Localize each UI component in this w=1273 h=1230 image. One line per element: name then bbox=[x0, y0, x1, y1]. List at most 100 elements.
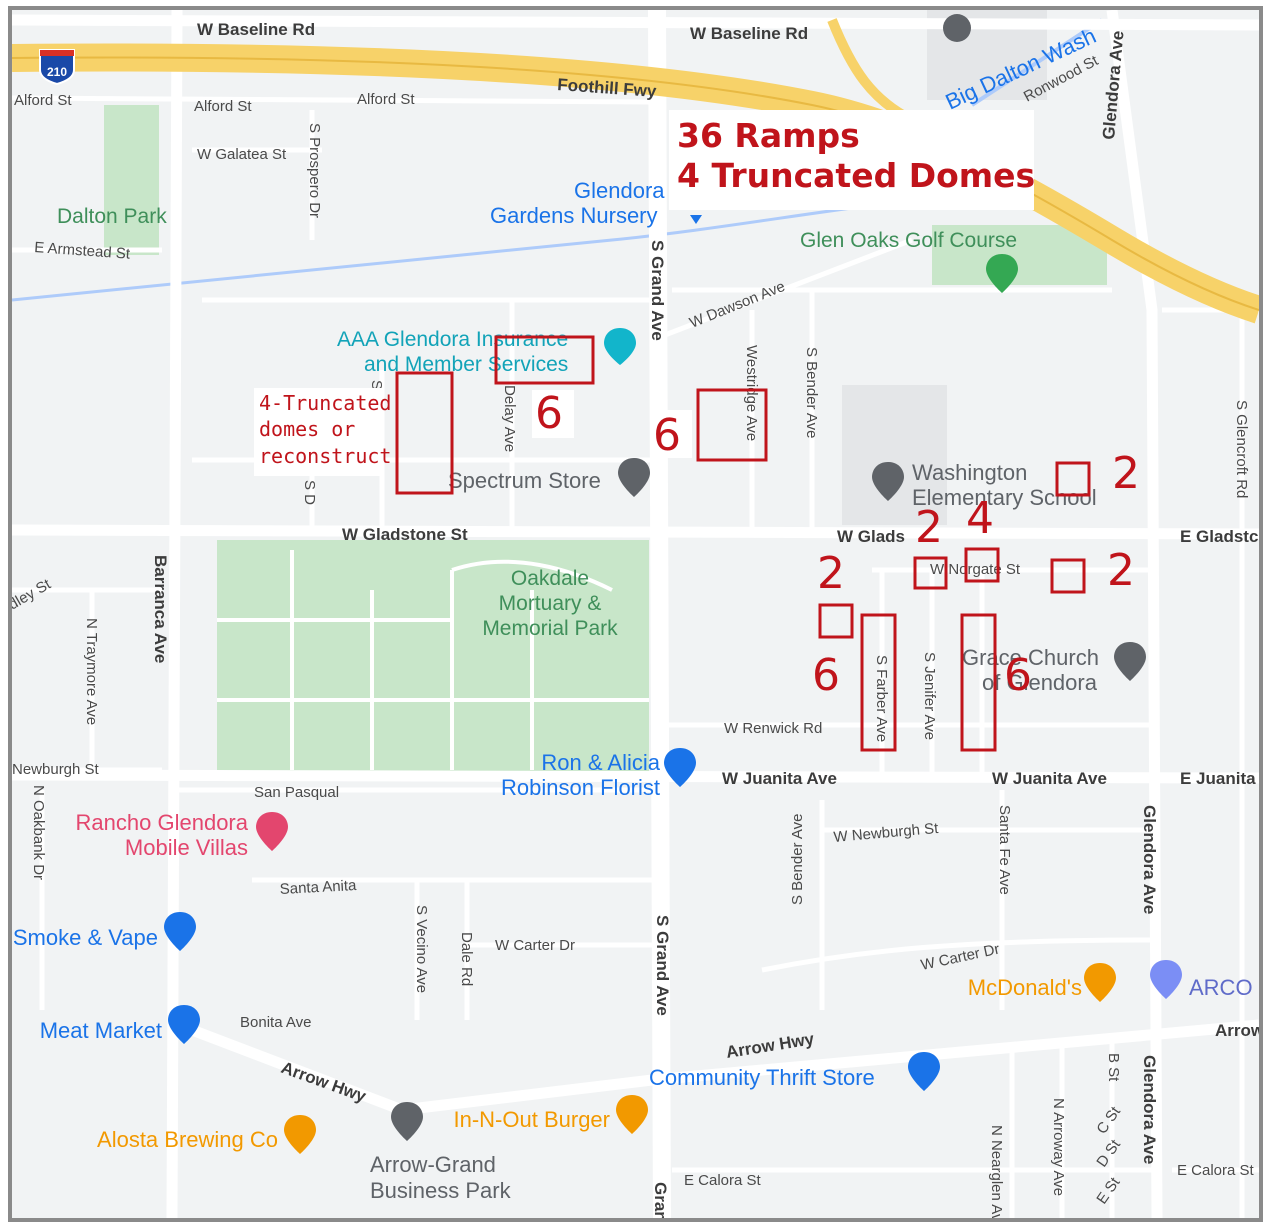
street-label-n-traymore-ave: N Traymore Ave bbox=[83, 618, 100, 725]
street-label-alford-st: Alford St bbox=[194, 98, 252, 115]
ramp-box-westridge bbox=[696, 388, 768, 462]
poi-label-community-thrift[interactable]: Community Thrift Store bbox=[649, 1065, 875, 1090]
mcdonalds-pin-icon[interactable] bbox=[1084, 963, 1116, 1002]
mobile-villas-pin-icon[interactable] bbox=[256, 812, 288, 851]
street-label-alford-st: Alford St bbox=[14, 92, 72, 109]
street-label-e-gladstone: E Gladstc bbox=[1180, 527, 1258, 546]
ramp-count-aaa: 6 bbox=[535, 388, 563, 439]
poi-label-dalton-park[interactable]: Dalton Park bbox=[57, 205, 167, 228]
poi-labels: Dalton Park Glendora Gardens Nursery Gle… bbox=[13, 178, 1253, 1203]
street-label-barranca-ave: Barranca Ave bbox=[151, 555, 170, 663]
aaa-pin-icon[interactable] bbox=[604, 328, 636, 365]
poi-label-glendora-gardens[interactable]: Glendora bbox=[574, 178, 665, 203]
street-label-s-prospero-dr: S Prospero Dr bbox=[306, 123, 323, 218]
ramp-box-norgate bbox=[964, 547, 1000, 583]
street-label-s-grand-ave: S Grand Ave bbox=[648, 240, 667, 341]
poi-label-washington-school[interactable]: Washington bbox=[912, 460, 1027, 485]
church-pin-icon[interactable] bbox=[1114, 642, 1146, 681]
count-bg-aaa bbox=[532, 390, 574, 438]
summary-ramps: 36 Ramps bbox=[677, 116, 860, 155]
poi-label-in-n-out[interactable]: In-N-Out Burger bbox=[454, 1107, 611, 1132]
florist-pin-icon[interactable] bbox=[664, 748, 696, 787]
poi-label-oakdale[interactable]: Mortuary & bbox=[499, 592, 602, 615]
street-label-e-calora-st: E Calora St bbox=[684, 1172, 762, 1189]
street-label-glendora-ave: Glendora Ave bbox=[1140, 805, 1159, 914]
ramp-count-norgate: 4 bbox=[966, 493, 994, 544]
poi-label-glen-oaks-golf[interactable]: Glen Oaks Golf Course bbox=[800, 229, 1017, 252]
poi-label-florist[interactable]: Ron & Alicia bbox=[541, 750, 660, 775]
ramp-box-grace bbox=[960, 613, 997, 752]
street-label-s-glencroft-rd: S Glencroft Rd bbox=[1233, 400, 1250, 498]
ramp-count-glads: 2 bbox=[915, 502, 943, 553]
poi-label-rancho-glendora[interactable]: Rancho Glendora bbox=[76, 810, 249, 835]
meat-market-pin-icon[interactable] bbox=[168, 1005, 200, 1044]
street-label-n-oakbank-dr: N Oakbank Dr bbox=[30, 785, 47, 880]
ramp-box-glads bbox=[913, 556, 948, 590]
poi-label-oakdale[interactable]: Memorial Park bbox=[482, 617, 618, 640]
spectrum-pin-icon[interactable] bbox=[618, 458, 650, 497]
street-label-w-norgate-st: W Norgate St bbox=[930, 561, 1021, 578]
poi-label-meat-market[interactable]: Meat Market bbox=[40, 1018, 162, 1043]
ramp-box-delay-west bbox=[395, 371, 454, 495]
poi-label-mcdonalds[interactable]: McDonald's bbox=[968, 975, 1082, 1000]
poi-label-rancho-glendora[interactable]: Mobile Villas bbox=[125, 835, 248, 860]
in-n-out-pin-icon[interactable] bbox=[616, 1095, 648, 1134]
street-label-s-vecino-ave: S Vecino Ave bbox=[413, 905, 430, 993]
map-canvas[interactable]: 210 W Baseline Rd W Baseline Rd Foothill… bbox=[12, 10, 1259, 1218]
park-paths bbox=[217, 550, 649, 770]
street-label-glendora-ave: Glendora Ave bbox=[1140, 1055, 1159, 1164]
street-label-dale-rd: Dale Rd bbox=[458, 932, 475, 986]
street-label-alford-st: Alford St bbox=[357, 91, 415, 108]
poi-label-glendora-gardens[interactable]: Gardens Nursery bbox=[490, 203, 658, 228]
poi-label-oakdale[interactable]: Oakdale bbox=[511, 567, 589, 590]
smoke-vape-pin-icon[interactable] bbox=[164, 912, 196, 951]
note-truncated: 4-Truncated bbox=[259, 391, 391, 415]
note-reconstruct: reconstruct bbox=[259, 444, 391, 468]
summary-truncated-domes: 4 Truncated Domes bbox=[677, 156, 1035, 195]
street-label-santa-fe-ave: Santa Fe Ave bbox=[996, 805, 1013, 895]
poi-label-arrow-grand[interactable]: Arrow-Grand bbox=[370, 1152, 496, 1177]
business-park-pin-icon[interactable] bbox=[391, 1102, 423, 1141]
ramp-count-left: 2 bbox=[817, 548, 845, 599]
street-label-w-juanita-ave: W Juanita Ave bbox=[992, 769, 1107, 788]
ramp-count-right: 2 bbox=[1107, 545, 1135, 596]
summary-callout bbox=[669, 110, 1034, 210]
street-label-westridge-ave: Westridge Ave bbox=[743, 345, 760, 441]
poi-label-arrow-grand[interactable]: Business Park bbox=[370, 1178, 512, 1203]
street-label-s-d: S D bbox=[301, 480, 318, 505]
street-label-grand: Grand bbox=[651, 1182, 670, 1218]
ramp-box-left bbox=[818, 603, 854, 639]
note-domes-or: domes or bbox=[259, 417, 355, 441]
street-label-s-bender-ave: S Bender Ave bbox=[803, 347, 820, 438]
school-pin-icon[interactable] bbox=[872, 462, 904, 501]
street-label-san-pasqual: San Pasqual bbox=[254, 784, 339, 801]
street-label-w-baseline-rd: W Baseline Rd bbox=[690, 24, 808, 43]
street-label-w-renwick-rd: W Renwick Rd bbox=[724, 720, 822, 737]
poi-label-aaa[interactable]: and Member Services bbox=[364, 353, 568, 376]
map-frame: 210 W Baseline Rd W Baseline Rd Foothill… bbox=[8, 6, 1263, 1222]
thrift-store-pin-icon[interactable] bbox=[908, 1052, 940, 1091]
poi-label-smoke-vape[interactable]: Smoke & Vape bbox=[13, 925, 158, 950]
dalton-park-area bbox=[104, 105, 159, 255]
poi-label-washington-school[interactable]: Elementary School bbox=[912, 485, 1097, 510]
golf-pin-icon[interactable] bbox=[986, 254, 1018, 293]
street-label-s-grand-ave: S Grand Ave bbox=[653, 915, 672, 1016]
ramp-count-farber: 6 bbox=[812, 650, 840, 701]
poi-label-florist[interactable]: Robinson Florist bbox=[501, 775, 660, 800]
poi-label-arco[interactable]: ARCO bbox=[1189, 975, 1253, 1000]
poi-icons bbox=[164, 14, 1182, 1154]
arco-fuel-pin-icon[interactable] bbox=[1150, 960, 1182, 999]
street-label-w-juanita-ave: W Juanita Ave bbox=[722, 769, 837, 788]
poi-label-grace-church[interactable]: of Glendora bbox=[982, 670, 1098, 695]
poi-label-alosta-brewing[interactable]: Alosta Brewing Co bbox=[97, 1127, 278, 1152]
street-label-w-carter-dr: W Carter Dr bbox=[495, 937, 575, 954]
poi-label-grace-church[interactable]: Grace Church bbox=[962, 645, 1099, 670]
ramp-box-farber bbox=[860, 613, 897, 752]
poi-label-spectrum-store[interactable]: Spectrum Store bbox=[448, 468, 601, 493]
street-label-s-jenifer-ave: S Jenifer Ave bbox=[921, 652, 938, 740]
nursery-marker-icon[interactable] bbox=[690, 215, 702, 224]
ramp-count-westridge: 6 bbox=[653, 410, 681, 461]
street-label-delay-ave: Delay Ave bbox=[501, 385, 518, 452]
poi-label-aaa[interactable]: AAA Glendora Insurance bbox=[337, 328, 568, 351]
brewing-pin-icon[interactable] bbox=[284, 1115, 316, 1154]
